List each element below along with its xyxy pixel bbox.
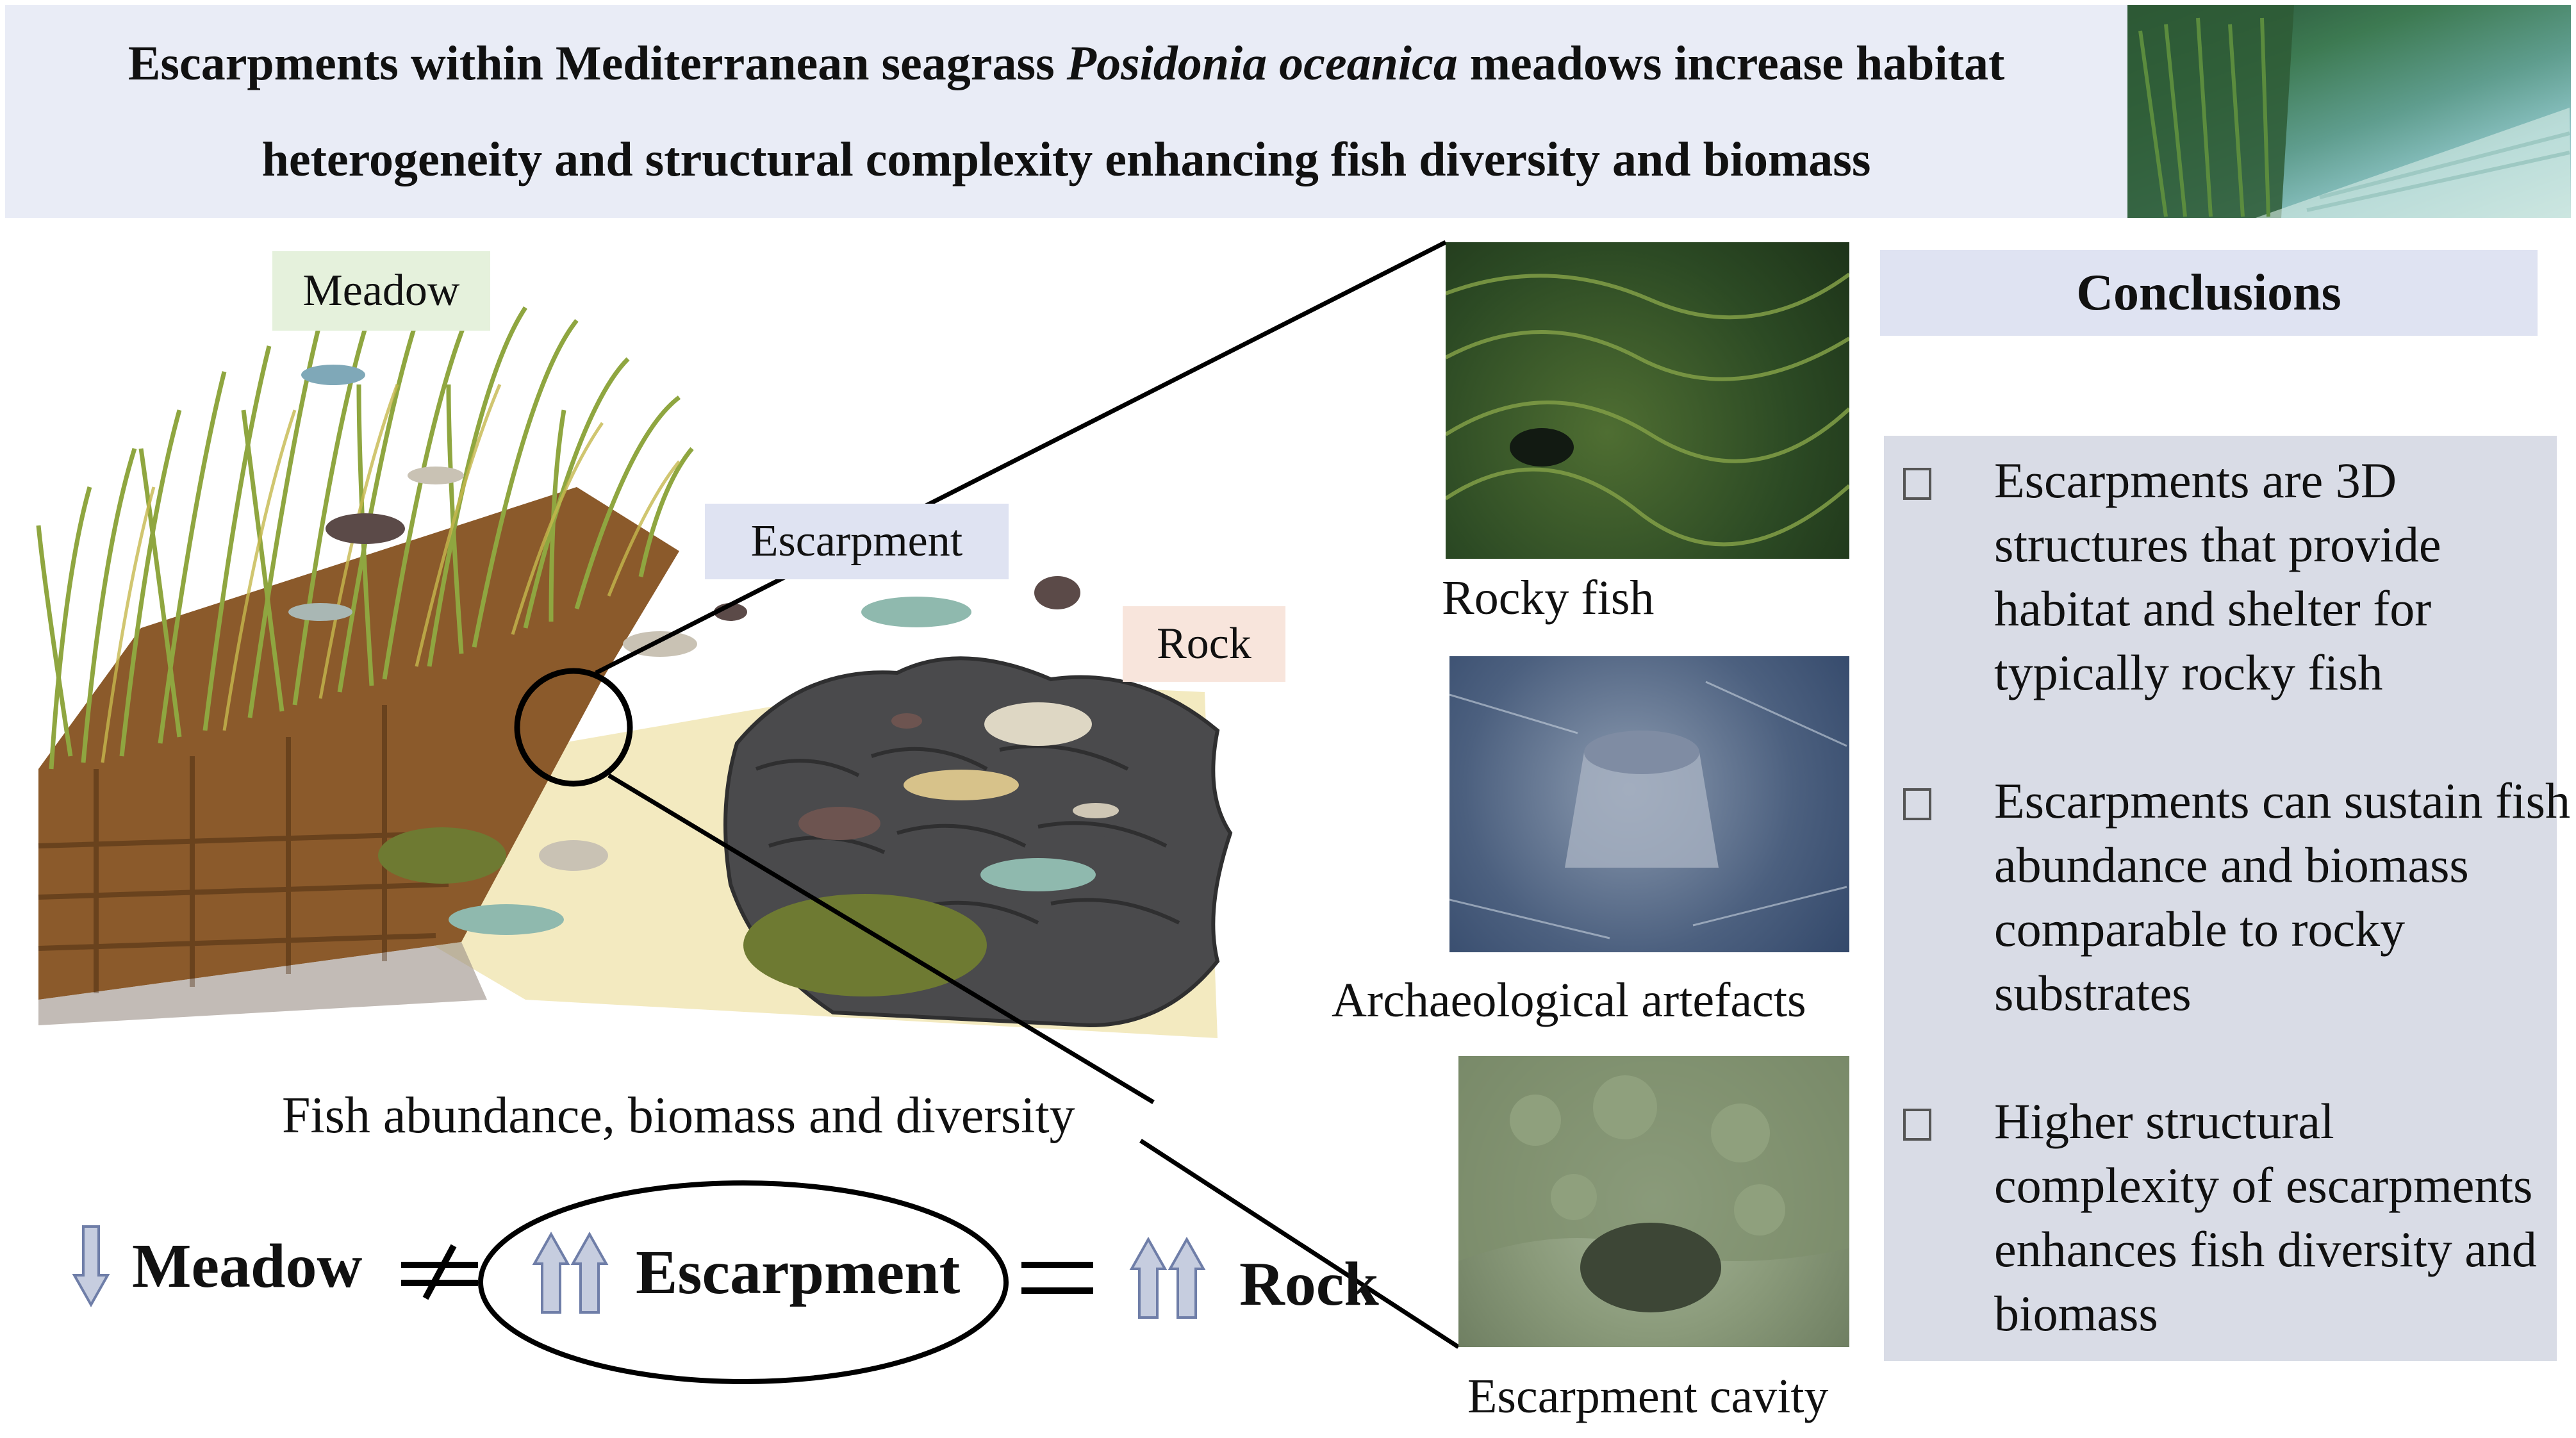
- archaeological-artefacts-caption: Archaeological artefacts: [1332, 973, 1806, 1027]
- rocky-fish-caption: Rocky fish: [1442, 571, 1655, 625]
- conclusion-text: Escarpments can sustain fish abundance a…: [1994, 773, 2570, 1021]
- title-line-2: heterogeneity and structural complexity …: [261, 133, 1871, 186]
- conclusions-heading: Conclusions: [1880, 250, 2538, 336]
- double-up-arrow-icon: [1129, 1237, 1206, 1319]
- title-banner: Escarpments within Mediterranean seagras…: [5, 5, 2127, 218]
- zoom-line-bottom: [607, 773, 1155, 1105]
- header-seagrass-photo: [2127, 5, 2571, 218]
- zoom-line-top: [595, 240, 1447, 675]
- equal-icon: [1021, 1262, 1093, 1294]
- escarpment-cavity-photo: [1458, 1056, 1849, 1347]
- conclusion-text: Escarpments are 3D structures that provi…: [1994, 452, 2441, 700]
- down-arrow-icon: [72, 1225, 110, 1307]
- meadow-label: Meadow: [272, 251, 490, 331]
- not-equal-icon: [401, 1244, 478, 1300]
- conclusion-text: Higher structural complexity of escarpme…: [1994, 1093, 2537, 1341]
- title-line-1: Escarpments within Mediterranean seagras…: [128, 37, 2005, 90]
- escarpment-label: Escarpment: [705, 504, 1009, 579]
- zoom-circle: [514, 668, 633, 787]
- species-name: Posidonia oceanica: [1066, 37, 1458, 90]
- escarpment-highlight-ellipse: [478, 1180, 1009, 1384]
- archaeological-artefacts-photo: [1449, 656, 1849, 952]
- rock-label: Rock: [1123, 606, 1285, 682]
- checkbox-icon: [1903, 788, 1931, 820]
- rocky-fish-photo: [1446, 242, 1849, 559]
- double-up-arrow-icon: [532, 1232, 609, 1314]
- roots: [38, 942, 487, 1025]
- escarpment-cavity-caption: Escarpment cavity: [1467, 1369, 1829, 1423]
- checkbox-icon: [1903, 468, 1931, 500]
- comparison-rock: Rock: [1239, 1250, 1379, 1319]
- comparison-caption: Fish abundance, biomass and diversity: [282, 1087, 1075, 1144]
- comparison-meadow: Meadow: [132, 1232, 363, 1301]
- fish-group: [288, 365, 1119, 996]
- comparison-escarpment: Escarpment: [636, 1238, 961, 1307]
- checkbox-icon: [1903, 1109, 1931, 1141]
- conclusions-panel: Escarpments are 3D structures that provi…: [1884, 436, 2570, 1361]
- zoom-line-bottom-2: [1139, 1139, 1460, 1349]
